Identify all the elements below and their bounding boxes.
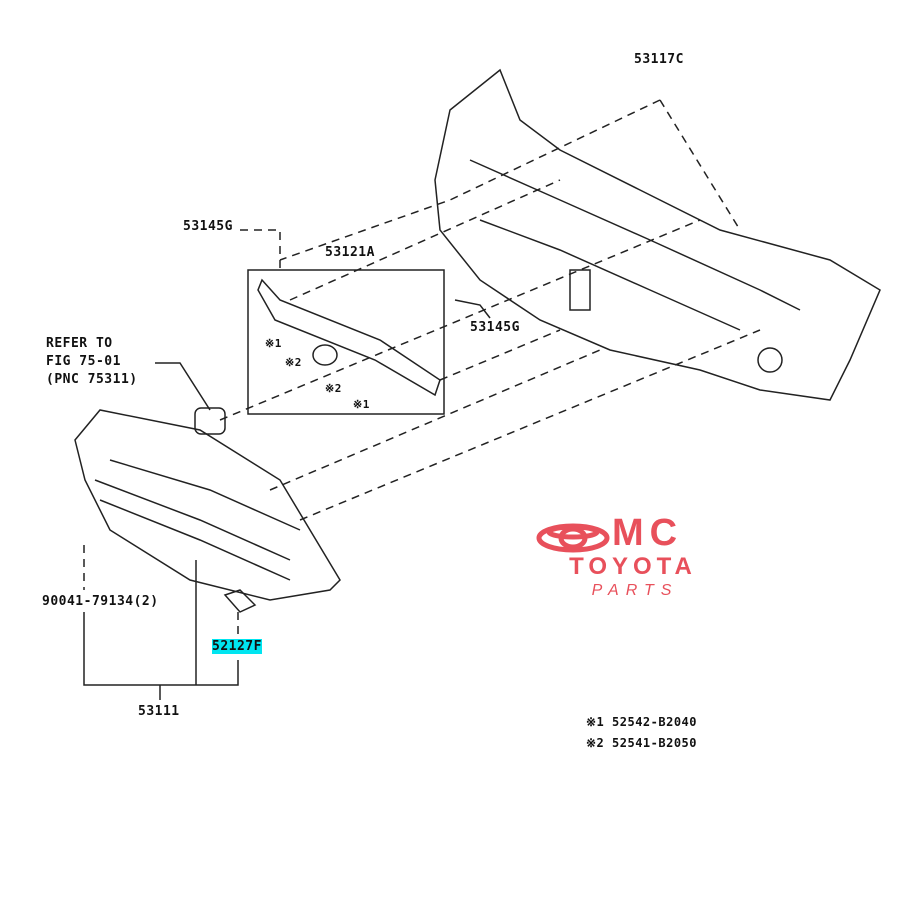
part-label-53145g-right: 53145G <box>470 320 520 335</box>
box-note-mark-1a: ※1 <box>265 337 282 350</box>
logo-text-toyota: TOYOTA <box>569 553 697 580</box>
note-row-2: ※2 52541-B2050 <box>586 736 697 751</box>
box-note-mark-2a: ※2 <box>285 356 302 369</box>
box-note-mark-1b: ※1 <box>353 398 370 411</box>
part-label-53117c: 53117C <box>634 52 684 67</box>
logo-text-parts: PARTS <box>591 582 679 599</box>
note-mark: ※2 <box>586 736 605 750</box>
logo-text-mc: MC <box>612 512 684 554</box>
grille-molding-drawing <box>257 278 441 397</box>
part-label-53145g-top: 53145G <box>183 219 233 234</box>
refer-note-line1: REFER TO <box>46 336 113 351</box>
note-part-number: 52542-B2040 <box>612 715 697 729</box>
part-label-53121a: 53121A <box>325 245 375 260</box>
part-label-90041-79134: 90041-79134(2) <box>42 594 159 609</box>
part-label-52127f: 52127F <box>212 639 262 654</box>
refer-note-line2: FIG 75-01 <box>46 354 121 369</box>
part-label-53111: 53111 <box>138 704 180 719</box>
note-part-number: 52541-B2050 <box>612 736 697 750</box>
note-row-1: ※1 52542-B2040 <box>586 715 697 730</box>
refer-note-line3: (PNC 75311) <box>46 372 138 387</box>
note-mark: ※1 <box>586 715 605 729</box>
box-note-mark-2b: ※2 <box>325 382 342 395</box>
radiator-grille-drawing <box>74 409 341 601</box>
front-bumper-drawing <box>434 68 881 401</box>
